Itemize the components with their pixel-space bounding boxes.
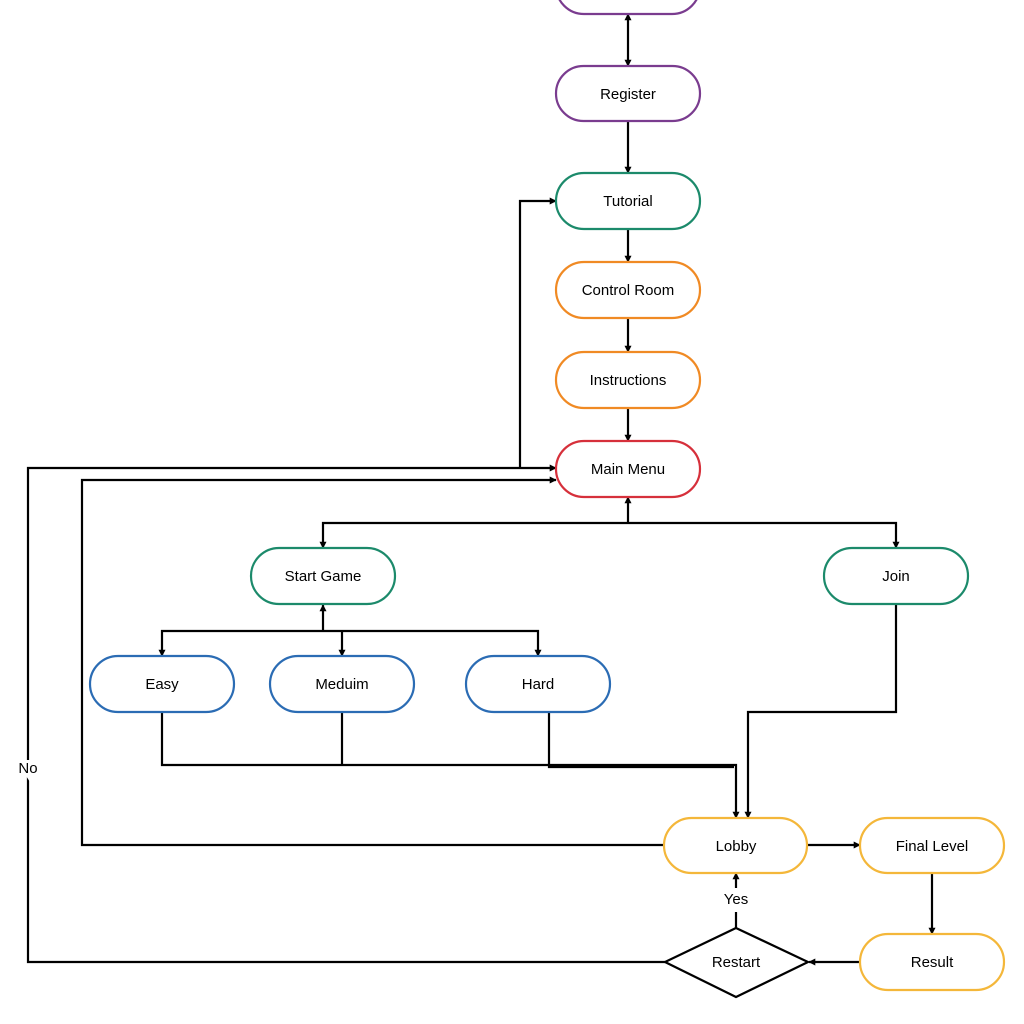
node-restart-decision[interactable]: Restart (662, 926, 811, 999)
node-tutorial[interactable]: Tutorial (554, 171, 702, 231)
node-final-level-label: Final Level (896, 838, 969, 855)
node-easy-label: Easy (145, 676, 179, 693)
node-control-room[interactable]: Control Room (554, 260, 702, 320)
node-main-menu[interactable]: Main Menu (554, 439, 702, 499)
edges (26, 13, 936, 966)
node-medium-label: Meduim (315, 676, 368, 693)
edge-difficulty-split (158, 629, 542, 657)
node-easy[interactable]: Easy (88, 654, 236, 714)
edge-loop-to-tutorial (518, 197, 557, 468)
edge-easy-medium-to-lobby (160, 712, 740, 819)
node-join[interactable]: Join (822, 546, 970, 606)
node-main-menu-label: Main Menu (591, 461, 665, 478)
edge-main-menu-split (319, 521, 900, 549)
node-tutorial-label: Tutorial (603, 193, 652, 210)
edge-lobby-to-main-menu (80, 476, 664, 847)
node-result[interactable]: Result (858, 932, 1006, 992)
node-top[interactable] (556, 0, 700, 16)
node-register-label: Register (600, 86, 656, 103)
node-final-level[interactable]: Final Level (858, 816, 1006, 875)
edge-join-to-lobby (744, 604, 898, 819)
node-instructions[interactable]: Instructions (554, 350, 702, 410)
node-join-label: Join (882, 568, 910, 585)
node-hard[interactable]: Hard (464, 654, 612, 714)
node-medium[interactable]: Meduim (268, 654, 416, 714)
edge-no-to-main-menu (26, 464, 665, 964)
node-hard-label: Hard (522, 676, 555, 693)
node-start-game-label: Start Game (285, 568, 362, 585)
no-label: No (18, 760, 37, 777)
node-restart-label: Restart (712, 954, 761, 971)
node-start-game[interactable]: Start Game (249, 546, 397, 606)
node-result-label: Result (911, 954, 954, 971)
node-instructions-label: Instructions (590, 372, 667, 389)
node-control-room-label: Control Room (582, 282, 675, 299)
node-lobby[interactable]: Lobby (662, 816, 809, 875)
node-lobby-label: Lobby (716, 838, 757, 855)
yes-label: Yes (724, 891, 748, 908)
node-register[interactable]: Register (554, 64, 702, 123)
edge-hard-to-lobby (547, 712, 734, 769)
